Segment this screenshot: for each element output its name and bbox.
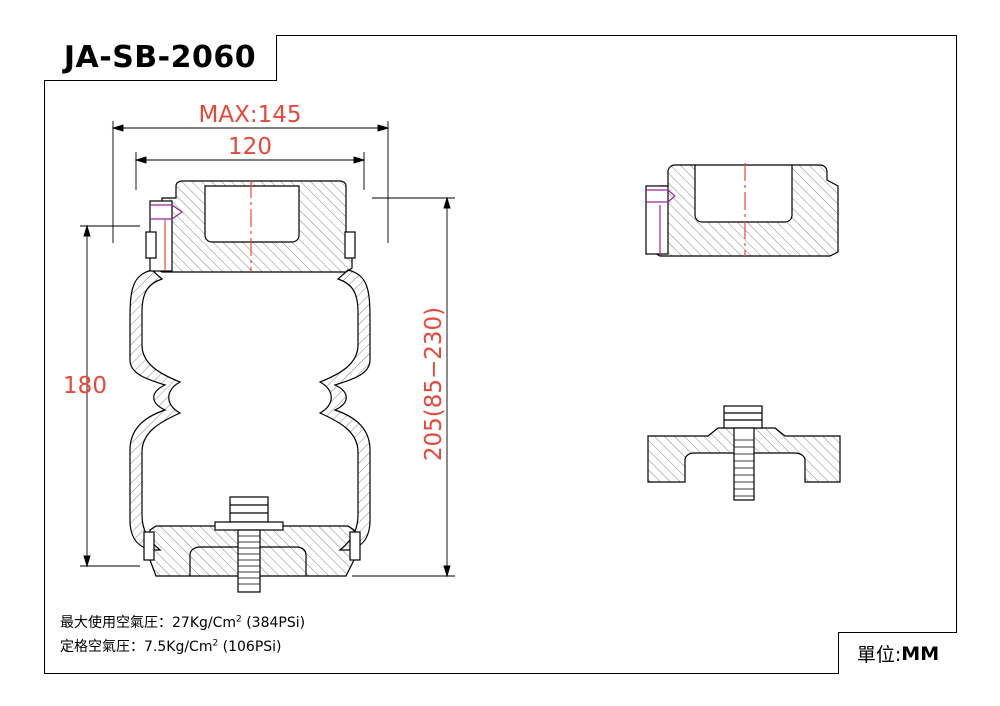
top-plate [155,180,353,273]
max-pressure-spec: 最大使用空氣圧：27Kg/Cm2 (384PSi) [60,614,306,631]
max-width-dimension: MAX:145 [199,102,302,128]
main-dimension-lines [80,121,455,578]
title-box: JA-SB-2060 [44,35,277,81]
unit-label: 單位: [856,644,902,666]
bottom-plate-detail-view [647,405,841,501]
height-range-dimension: 205(85−230) [421,307,447,461]
drawing-frame [44,35,957,674]
min-height-dimension: 180 [63,373,107,399]
top-plate-detail-view [645,163,839,257]
bottom-bolt-head [229,496,269,523]
bellow-body-right [318,269,371,551]
unit-value: MM [901,642,940,665]
bellow-body [129,269,182,551]
rated-pressure-spec: 定格空氣圧：7.5Kg/Cm2 (106PSi) [60,638,282,655]
unit-box: 單位:MM [838,632,957,674]
part-number-title: JA-SB-2060 [63,40,257,75]
main-air-spring-view [129,180,371,593]
plate-width-dimension: 120 [228,134,272,160]
bottom-bolt-shank [237,529,261,593]
